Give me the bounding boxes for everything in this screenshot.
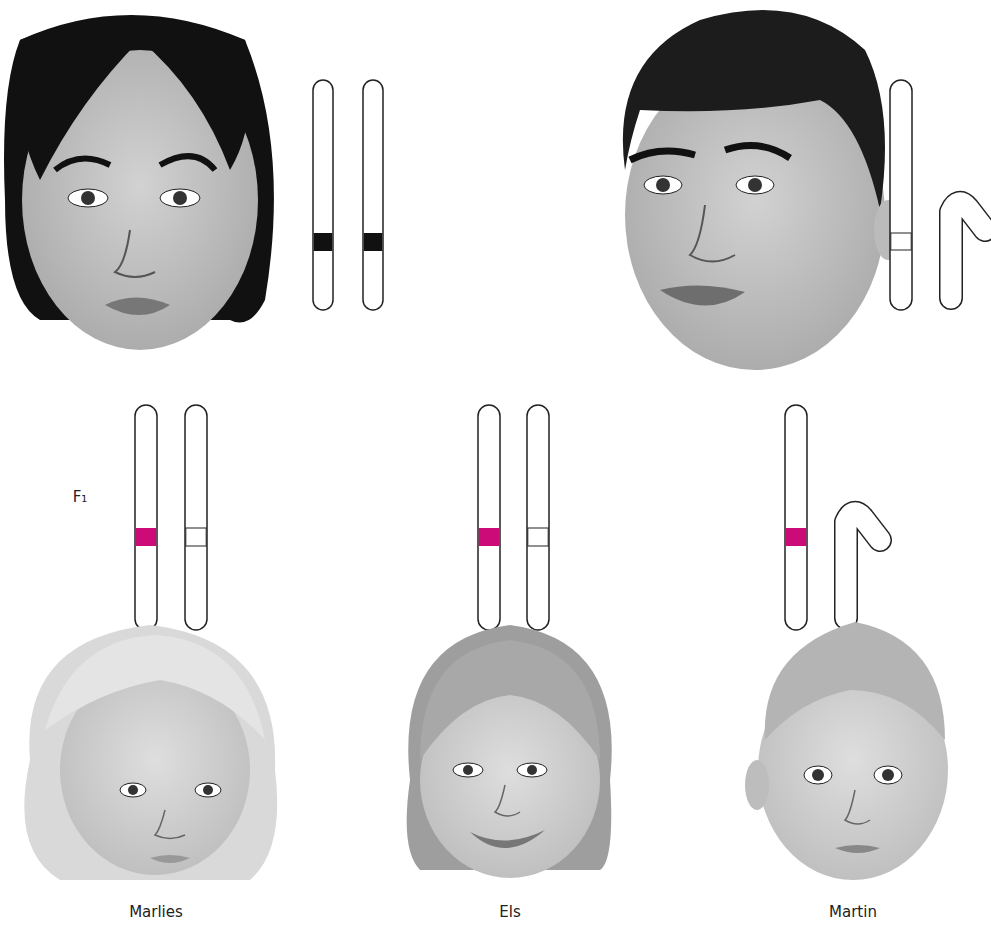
father-chromosomes xyxy=(890,80,985,310)
child-face-martin xyxy=(745,622,948,880)
father-face xyxy=(623,10,902,370)
child-chromosomes xyxy=(135,405,880,630)
child-face-els xyxy=(407,625,612,878)
generation-label: F₁ xyxy=(73,488,88,506)
mother-face xyxy=(4,15,274,350)
child-face-marlies xyxy=(24,625,277,880)
child-name: Els xyxy=(499,903,520,921)
mother-chromosomes xyxy=(313,80,383,310)
child-name: Marlies xyxy=(129,903,183,921)
child-name: Martin xyxy=(829,903,877,921)
